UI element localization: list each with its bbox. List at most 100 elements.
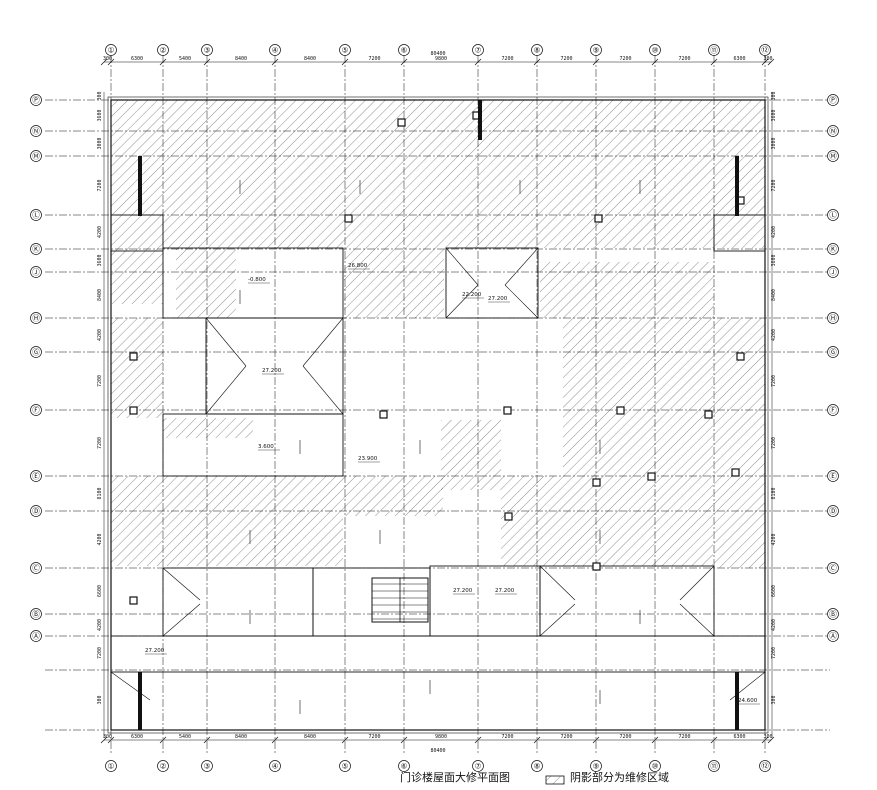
- row-spacing-0-0: 300: [97, 91, 103, 100]
- row-spacing-0-11: 4200: [97, 533, 103, 545]
- column-axis-label-0-2: ③: [204, 46, 211, 55]
- dim-tick-0-8: [533, 58, 541, 66]
- dim-tick-0-2: [159, 58, 167, 66]
- column-axis-label-1-8: ⑨: [593, 762, 600, 771]
- row-bubble-0-9: [30, 470, 42, 482]
- column-spacing-1-2: 5400: [179, 734, 191, 740]
- total-width-1: 80400: [430, 748, 445, 754]
- column-axis-label-0-4: ⑤: [342, 46, 349, 55]
- row-spacing-0-3: 7200: [97, 179, 103, 191]
- row-bubble-0-12: [30, 608, 42, 620]
- roof-vent-11: [647, 472, 656, 481]
- dim-tick-1-7: [474, 736, 482, 744]
- column-spacing-0-8: 7200: [560, 56, 572, 62]
- dim-tick-1-11: [710, 736, 718, 744]
- row-spacing-1-12: 6600: [771, 585, 777, 597]
- elevation-label-5: 23.900: [358, 456, 378, 462]
- row-spacing-1-2: 3000: [771, 137, 777, 149]
- column-bubble-0-11: [759, 44, 771, 56]
- repair-area-3: [111, 476, 163, 566]
- roof-vent-9: [704, 410, 713, 419]
- dim-tick-1-8: [533, 736, 541, 744]
- ridge-line-13: [539, 603, 576, 637]
- row-axis-label-0-13: Ⓐ: [32, 632, 40, 641]
- row-spacing-0-1: 3600: [97, 109, 103, 121]
- repair-area-0: [111, 100, 765, 248]
- row-bubble-0-6: [30, 312, 42, 324]
- column-bubble-1-8: [590, 760, 602, 772]
- row-bubble-1-8: [827, 404, 839, 416]
- elevation-label-7: 22.200: [462, 292, 482, 298]
- dim-tick-0-0: [100, 58, 108, 66]
- row-bubble-0-2: [30, 150, 42, 162]
- ridge-line-9: [162, 603, 201, 637]
- column-bubble-1-5: [398, 760, 410, 772]
- dimension-lines: 300 6300 5400 8400 8400 7200 9800 7200 7200 7200 7…: [97, 51, 777, 754]
- column-axis-label-1-11: ⑫: [761, 762, 769, 771]
- row-bubble-0-11: [30, 562, 42, 574]
- column-spacing-1-11: 6300: [733, 734, 745, 740]
- row-spacing-1-10: 8100: [771, 487, 777, 499]
- column-spacing-1-5: 7200: [368, 734, 380, 740]
- row-spacing-0-9: 7200: [97, 437, 103, 449]
- column-spacing-1-12: 300: [763, 734, 772, 740]
- dim-tick-0-3: [203, 58, 211, 66]
- column-bubble-1-0: [105, 760, 117, 772]
- elevation-label-3: 27.200: [495, 588, 515, 594]
- roof-vent-13: [504, 512, 513, 521]
- row-axis-label-1-8: Ⓕ: [829, 406, 837, 415]
- repair-area-2: [111, 318, 163, 418]
- column-axis-label-1-2: ③: [204, 762, 211, 771]
- column-spacing-1-0: 300: [103, 734, 112, 740]
- row-axis-label-1-11: Ⓒ: [829, 564, 837, 573]
- roof-vent-6: [379, 410, 388, 419]
- column-axis-label-0-7: ⑧: [534, 46, 541, 55]
- repair-area-6: [253, 476, 343, 566]
- roof-block-7: [539, 565, 715, 637]
- repair-area-8: [441, 420, 501, 490]
- row-bubble-0-4: [30, 243, 42, 255]
- roof-vent-5: [129, 406, 138, 415]
- row-bubble-1-0: [827, 94, 839, 106]
- dim-tick-1-1: [107, 736, 115, 744]
- ridge-line-14: [110, 671, 151, 701]
- roof-vent-16: [736, 352, 745, 361]
- column-axis-label-1-4: ⑤: [342, 762, 349, 771]
- column-spacing-1-3: 8400: [235, 734, 247, 740]
- row-axis-label-0-2: Ⓜ: [32, 152, 40, 161]
- row-spacing-1-14: 7200: [771, 647, 777, 659]
- ridge-line-6: [445, 284, 479, 319]
- row-axis-label-1-5: Ⓙ: [829, 268, 837, 277]
- roof-vent-4: [129, 352, 138, 361]
- row-spacing-0-7: 4200: [97, 329, 103, 341]
- roof-block-8: [110, 635, 766, 673]
- row-axis-label-1-4: Ⓚ: [829, 245, 837, 254]
- dim-tick-1-3: [203, 736, 211, 744]
- row-spacing-1-0: 300: [771, 91, 777, 100]
- ridge-line-10: [539, 565, 576, 601]
- column-axis-label-1-7: ⑧: [534, 762, 541, 771]
- column-spacing-0-1: 6300: [131, 56, 143, 62]
- column-spacing-0-5: 7200: [368, 56, 380, 62]
- column-spacing-0-6: 9800: [435, 56, 447, 62]
- row-bubble-1-3: [827, 209, 839, 221]
- column-spacing-0-10: 7200: [678, 56, 690, 62]
- repair-area-14: [540, 262, 714, 318]
- column-spacing-1-10: 7200: [678, 734, 690, 740]
- roof-vent-10: [592, 478, 601, 487]
- row-spacing-0-10: 8100: [97, 487, 103, 499]
- column-spacing-1-7: 7200: [501, 734, 513, 740]
- parapet-outline: [107, 96, 769, 734]
- roof-vent-12: [731, 468, 740, 477]
- repair-area-9: [501, 476, 563, 566]
- repair-area-13: [344, 248, 444, 318]
- column-bubble-1-3: [269, 760, 281, 772]
- roof-vent-0: [397, 118, 406, 127]
- column-spacing-0-3: 8400: [235, 56, 247, 62]
- dim-tick-0-6: [400, 58, 408, 66]
- column-axis-label-1-10: ⑪: [710, 762, 718, 771]
- row-bubble-1-6: [827, 312, 839, 324]
- column-axis-label-1-6: ⑦: [475, 762, 482, 771]
